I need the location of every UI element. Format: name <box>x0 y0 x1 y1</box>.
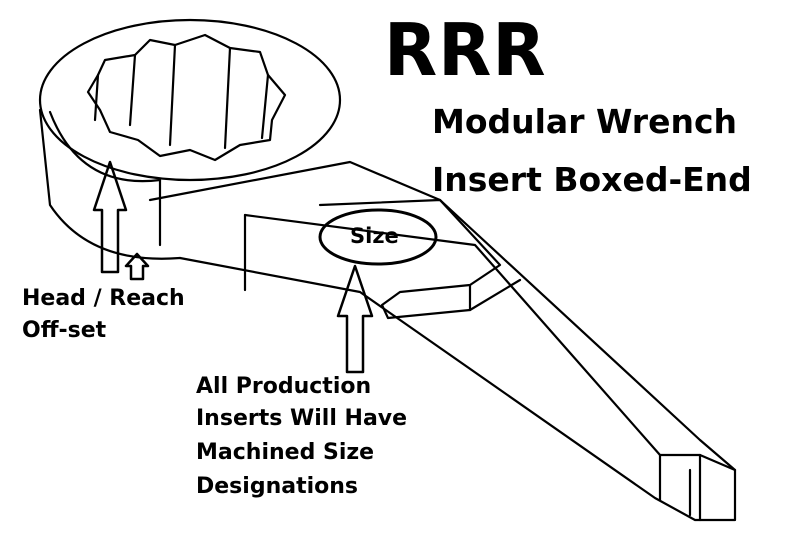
head-reach-label-line-1: Head / Reach <box>22 286 185 311</box>
production-note-line-3: Machined Size <box>196 440 375 465</box>
wrench-handle <box>148 160 737 522</box>
product-title-line-1: Modular Wrench <box>432 102 737 141</box>
production-note-line-1: All Production <box>196 374 372 399</box>
size-marker-ellipse <box>318 208 438 266</box>
head-reach-label-line-2: Off-set <box>22 318 107 343</box>
production-note-line-2: Inserts Will Have <box>196 406 408 431</box>
box-opening <box>86 33 287 162</box>
wrench-head <box>38 18 342 260</box>
insert-pocket <box>318 198 522 320</box>
size-arrow <box>336 264 374 374</box>
head-reach-arrow <box>92 160 128 274</box>
brand-title: RRR <box>384 8 547 92</box>
offset-arrow <box>124 252 150 281</box>
product-title-line-2: Insert Boxed-End <box>432 160 752 199</box>
production-note-line-4: Designations <box>196 474 359 499</box>
size-marker-label: Size <box>350 224 399 248</box>
